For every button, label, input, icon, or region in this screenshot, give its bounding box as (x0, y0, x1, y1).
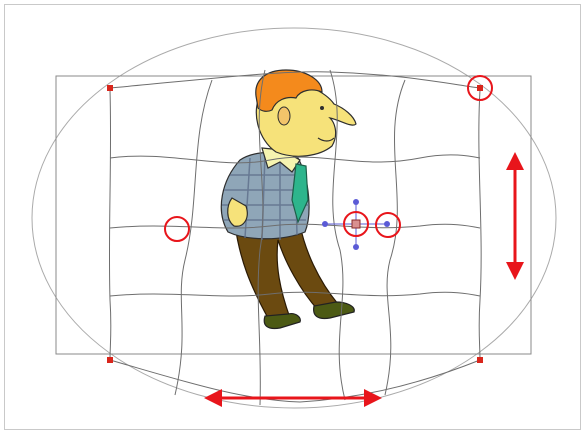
character-tie (291, 163, 309, 224)
center-point-highlight (343, 211, 369, 237)
character-eye (320, 106, 324, 110)
top-right-corner-highlight (467, 75, 493, 101)
corner-points[interactable] (107, 85, 483, 363)
grid-line-vertical-1 (108, 89, 112, 361)
character-hand (227, 197, 248, 227)
corner-point-bottom-right[interactable] (477, 357, 483, 363)
grid-line-vertical-3 (257, 69, 266, 406)
character-hair (255, 69, 323, 112)
envelope-ellipse (31, 27, 557, 409)
tangent-point-left[interactable] (322, 221, 328, 227)
left-edge-highlight (164, 216, 190, 242)
corner-point-bottom-left[interactable] (107, 357, 113, 363)
horizontal-scale-arrow (204, 389, 382, 407)
control-point-center[interactable] (351, 219, 361, 229)
character-ear (277, 106, 291, 126)
center-control-point[interactable] (322, 199, 390, 250)
scale-arrows (204, 152, 524, 407)
tangent-point-highlight (375, 212, 401, 238)
character-mouth (317, 137, 335, 142)
vertical-scale-arrow (506, 152, 524, 280)
cartoon-man-character-icon[interactable] (220, 69, 357, 330)
grid-line-horizontal-4 (109, 291, 481, 297)
grid-line-vertical-4 (329, 69, 346, 401)
grid-line-vertical-6 (478, 89, 482, 361)
corner-point-top-left[interactable] (107, 85, 113, 91)
tangent-point-top[interactable] (353, 199, 359, 205)
tangent-point-bottom[interactable] (353, 244, 359, 250)
grid-line-horizontal-3 (109, 223, 481, 229)
corner-point-top-right[interactable] (477, 85, 483, 91)
grid-line-vertical-5 (384, 79, 406, 396)
grid-line-vertical-2 (174, 79, 213, 396)
grid-line-horizontal-2 (109, 154, 481, 164)
character-right-shoe (313, 301, 355, 320)
deformation-grid (108, 69, 482, 406)
tangent-point-right[interactable] (384, 221, 390, 227)
highlight-annotations (164, 75, 493, 242)
character-left-shoe (263, 313, 301, 330)
grid-line-horizontal-1 (109, 71, 481, 89)
grid-line-horizontal-5 (109, 359, 481, 403)
